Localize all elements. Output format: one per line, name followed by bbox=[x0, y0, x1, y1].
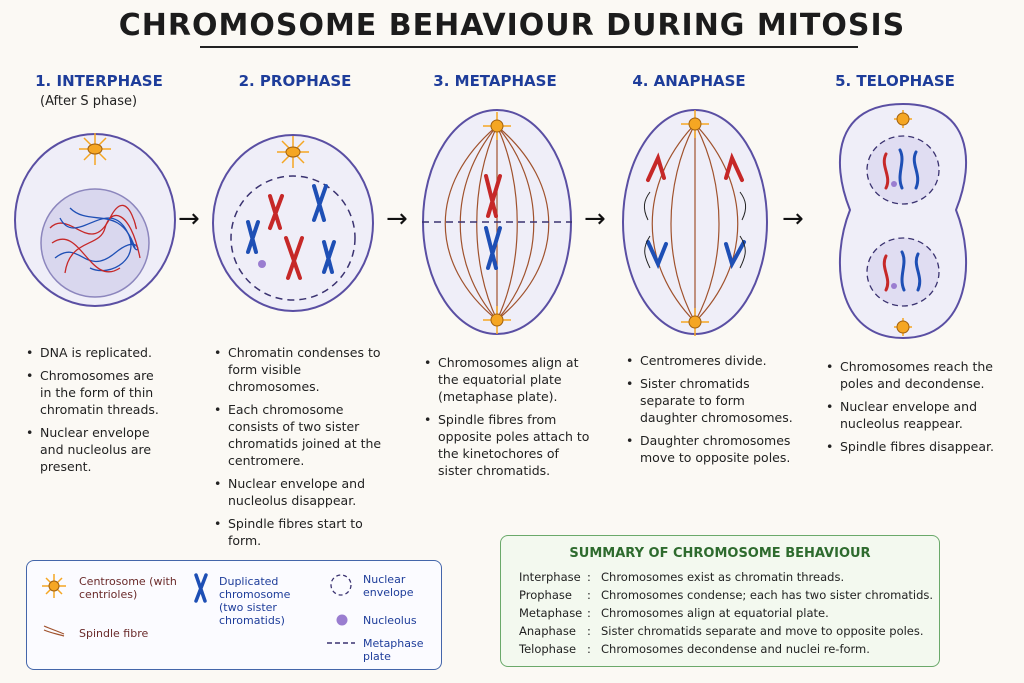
list-item: DNA is replicated. bbox=[26, 344, 166, 361]
centrosome-icon bbox=[681, 308, 709, 336]
list-item: Sister chromatids separate to form daugh… bbox=[626, 375, 794, 426]
list-item: Chromosomes reach the poles and deconden… bbox=[826, 358, 1004, 392]
centrosome-icon bbox=[79, 133, 111, 165]
summary-row: Anaphase:Sister chromatids separate and … bbox=[519, 624, 924, 638]
summary-row: Prophase:Chromosomes condense; each has … bbox=[519, 588, 934, 602]
summary-row: Telophase:Chromosomes decondense and nuc… bbox=[519, 642, 870, 656]
legend-envelope-label: Nuclear envelope bbox=[363, 573, 414, 599]
arrow-right-icon: → bbox=[782, 204, 804, 234]
list-item: Daughter chromosomes move to opposite po… bbox=[626, 432, 794, 466]
spindle-fibre-icon bbox=[43, 625, 65, 637]
spindle-fibres bbox=[651, 123, 739, 323]
anaphase-points: Centromeres divide. Sister chromatids se… bbox=[626, 352, 794, 472]
list-item: Chromosomes align at the equatorial plat… bbox=[424, 354, 596, 405]
stage-heading-anaphase: 4. ANAPHASE bbox=[632, 72, 746, 90]
list-item: Spindle fibres from opposite poles attac… bbox=[424, 411, 596, 479]
centrosome-icon bbox=[42, 574, 66, 598]
telophase-points: Chromosomes reach the poles and deconden… bbox=[826, 358, 1004, 461]
interphase-cell bbox=[14, 133, 176, 307]
metaphase-plate-icon bbox=[327, 642, 355, 644]
nucleus bbox=[40, 188, 150, 298]
arrow-right-icon: → bbox=[178, 204, 200, 234]
centrosome-icon bbox=[277, 136, 309, 168]
stage-heading-interphase: 1. INTERPHASE bbox=[35, 72, 163, 90]
nucleolus-icon bbox=[258, 260, 266, 268]
centrosome-icon bbox=[483, 112, 511, 140]
prophase-cell bbox=[212, 134, 374, 312]
telophase-cell bbox=[838, 102, 968, 340]
legend-plate-label: Metaphase plate bbox=[363, 637, 424, 663]
nuclear-envelope bbox=[866, 135, 940, 205]
list-item: Chromatin condenses to form visible chro… bbox=[214, 344, 392, 395]
interphase-points: DNA is replicated. Chromosomes are in th… bbox=[26, 344, 166, 481]
list-item: Nuclear envelope and nucleolus are prese… bbox=[26, 424, 166, 475]
metaphase-points: Chromosomes align at the equatorial plat… bbox=[424, 354, 596, 485]
summary-row: Interphase:Chromosomes exist as chromati… bbox=[519, 570, 845, 584]
list-item: Spindle fibres disappear. bbox=[826, 438, 1004, 455]
summary-box: SUMMARY OF CHROMOSOME BEHAVIOUR Interpha… bbox=[500, 535, 940, 667]
chromatin-threads bbox=[49, 204, 141, 274]
centrosome-icon bbox=[483, 306, 511, 334]
list-item: Nuclear envelope and nucleolus disappear… bbox=[214, 475, 392, 509]
spindle-fibres bbox=[444, 125, 550, 321]
nuclear-envelope-dashed bbox=[230, 175, 356, 301]
metaphase-cell bbox=[422, 109, 572, 335]
prophase-points: Chromatin condenses to form visible chro… bbox=[214, 344, 392, 555]
arrow-right-icon: → bbox=[584, 204, 606, 234]
stage-heading-metaphase: 3. METAPHASE bbox=[433, 72, 557, 90]
nucleolus-icon bbox=[336, 614, 348, 626]
stage-heading-prophase: 2. PROPHASE bbox=[238, 72, 352, 90]
stage-heading-telophase: 5. TELOPHASE bbox=[835, 72, 955, 90]
cell-membrane bbox=[212, 134, 374, 312]
centrosome-icon bbox=[894, 110, 912, 128]
title-underline bbox=[200, 46, 858, 48]
list-item: Each chromosome consists of two sister c… bbox=[214, 401, 392, 469]
legend-spindle-label: Spindle fibre bbox=[79, 627, 149, 640]
centrosome-icon bbox=[681, 110, 709, 138]
list-item: Centromeres divide. bbox=[626, 352, 794, 369]
nuclear-envelope-icon bbox=[330, 574, 352, 596]
legend-duplicated-label: Duplicated chromosome (two sister chroma… bbox=[219, 575, 291, 627]
anaphase-cell bbox=[622, 109, 768, 336]
chromosome-icon bbox=[194, 573, 208, 603]
summary-row: Metaphase:Chromosomes align at equatoria… bbox=[519, 606, 829, 620]
page-title: CHROMOSOME BEHAVIOUR DURING MITOSIS bbox=[118, 8, 906, 43]
list-item: Chromosomes are in the form of thin chro… bbox=[26, 367, 166, 418]
centrosome-icon bbox=[894, 318, 912, 336]
legend-centrosome-label: Centrosome (with centrioles) bbox=[79, 575, 177, 601]
legend-box: Centrosome (with centrioles) Spindle fib… bbox=[26, 560, 442, 670]
summary-title: SUMMARY OF CHROMOSOME BEHAVIOUR bbox=[569, 546, 871, 561]
arrow-right-icon: → bbox=[386, 204, 408, 234]
list-item: Spindle fibres start to form. bbox=[214, 515, 392, 549]
nucleolus-icon bbox=[891, 181, 897, 187]
stage-subheading-interphase: (After S phase) bbox=[40, 94, 138, 109]
nucleolus-icon bbox=[891, 283, 897, 289]
legend-nucleolus-label: Nucleolus bbox=[363, 614, 417, 627]
list-item: Nuclear envelope and nucleolus reappear. bbox=[826, 398, 1004, 432]
